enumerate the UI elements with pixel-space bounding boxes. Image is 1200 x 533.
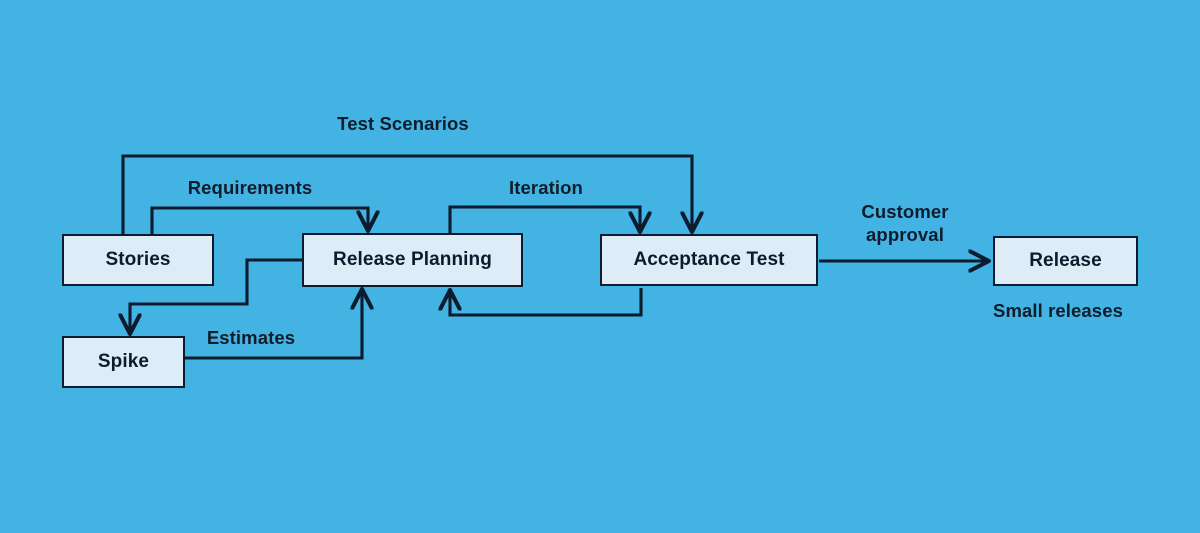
edge-requirements <box>150 206 368 236</box>
node-acceptance-test[interactable]: Acceptance Test <box>600 234 818 286</box>
edge-label-customer-approval: Customer approval <box>861 201 949 246</box>
node-release[interactable]: Release <box>993 236 1138 286</box>
node-spike[interactable]: Spike <box>62 336 185 388</box>
edge-label-estimates: Estimates <box>206 327 296 348</box>
edge-label-test-scenarios: Test Scenarios <box>337 113 469 134</box>
edge-estimates <box>185 291 362 360</box>
node-acceptance-test-label: Acceptance Test <box>633 249 785 270</box>
node-spike-label: Spike <box>97 351 150 372</box>
node-release-label: Release <box>1029 250 1102 271</box>
node-stories[interactable]: Stories <box>62 234 214 286</box>
edge-release-planning-to-spike <box>130 258 302 332</box>
edge-acceptance-feedback <box>450 288 643 317</box>
node-release-planning-label: Release Planning <box>333 249 492 270</box>
node-stories-label: Stories <box>105 249 171 270</box>
edge-label-requirements: Requirements <box>187 177 313 198</box>
edge-test-scenarios <box>121 154 692 236</box>
edge-label-iteration: Iteration <box>509 177 583 198</box>
edge-iteration <box>448 205 640 236</box>
caption-small-releases: Small releases <box>993 300 1123 321</box>
node-release-planning[interactable]: Release Planning <box>302 233 523 287</box>
